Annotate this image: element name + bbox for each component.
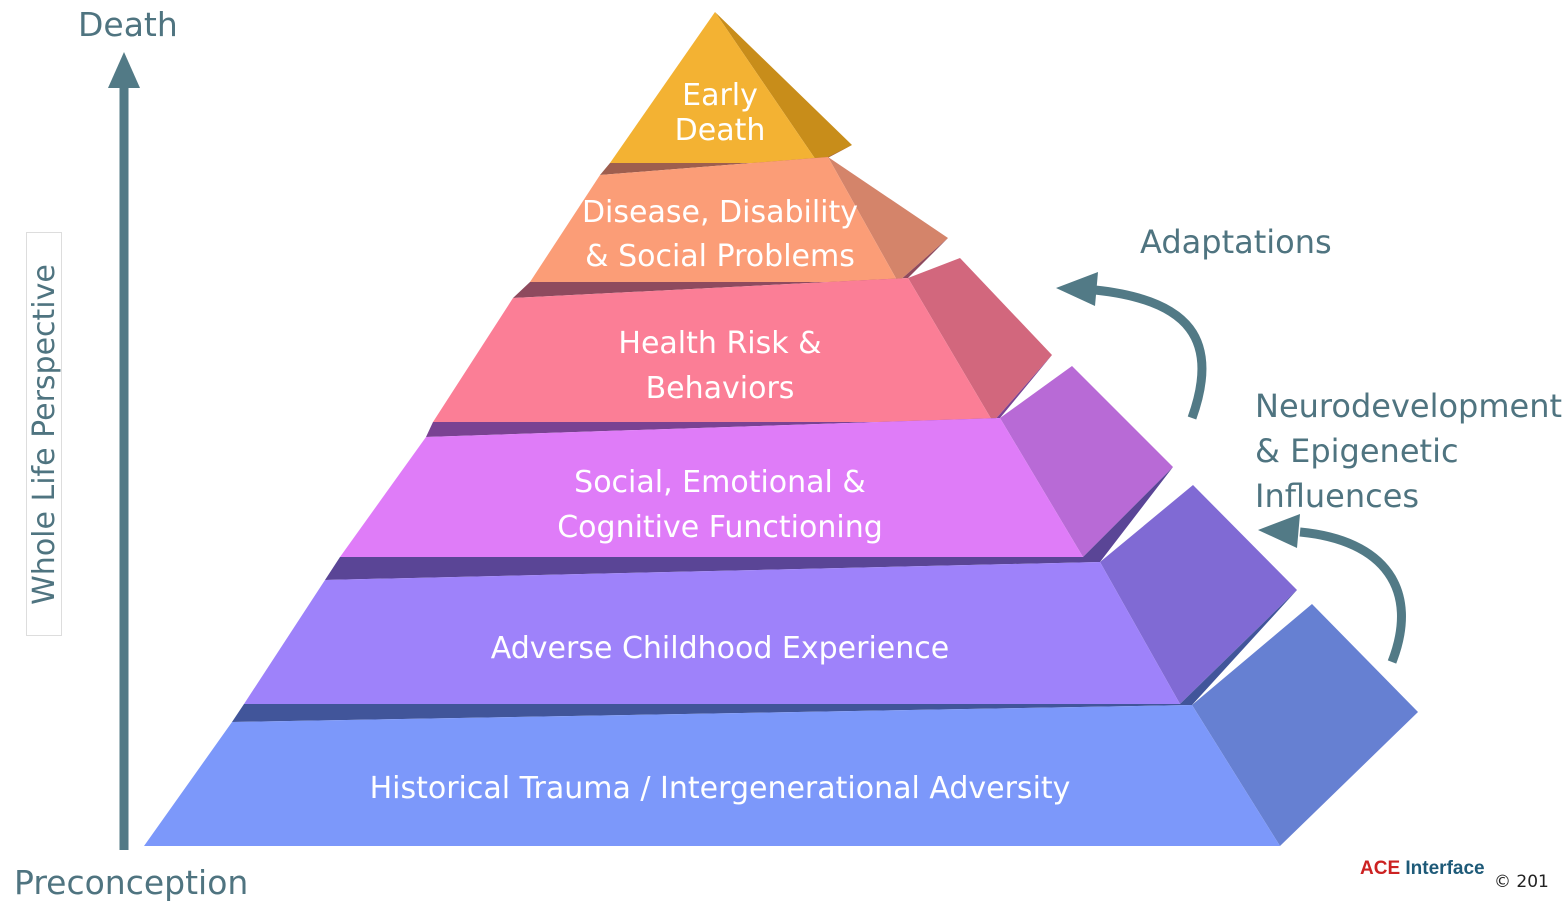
tier-label-line: Disease, Disability [582, 195, 858, 230]
pyramid-tier: Health Risk & Behaviors [433, 238, 1052, 422]
tier-shadow [325, 467, 1173, 580]
tier-label-line: & Social Problems [585, 239, 855, 274]
tier-shadow [600, 145, 852, 175]
pyramid-tier: Disease, Disability & Social Problems [530, 145, 948, 282]
tier-side-face [1192, 604, 1418, 846]
life-axis-arrow [108, 52, 140, 850]
pyramid-tier: Adverse Childhood Experience [244, 467, 1297, 704]
tier-label-line: Death [675, 113, 766, 148]
tier-front-face [144, 705, 1280, 846]
tier-side-face [828, 157, 948, 282]
tier-shadow [232, 590, 1297, 722]
tier-label-line: Adverse Childhood Experience [491, 631, 949, 666]
copyright-text: © 201 [1494, 872, 1549, 892]
neuro-arrow [1299, 527, 1406, 664]
tier-front-face [530, 157, 898, 282]
tier-shadow [513, 238, 948, 298]
axis-side-box: Whole Life Perspective [26, 232, 62, 636]
pyramid-tier: Social, Emotional & Cognitive Functioning [340, 355, 1173, 557]
tier-front-face [433, 278, 993, 422]
tier-shadow [426, 355, 1052, 437]
adaptations-label: Adaptations [1140, 223, 1332, 261]
tier-label-line: Historical Trauma / Intergenerational Ad… [370, 771, 1071, 806]
tier-label-line: Behaviors [646, 371, 795, 406]
tier-label-line: Social, Emotional & [574, 465, 866, 500]
tier-label-line: Early [682, 78, 758, 113]
ace-interface-logo: ACE Interface [1360, 858, 1485, 880]
side-arrows [1056, 272, 1406, 664]
tier-side-face [1100, 485, 1297, 704]
tier-front-face [244, 562, 1180, 704]
adaptations-arrow [1094, 285, 1207, 420]
tier-label-line: Health Risk & [618, 326, 821, 361]
neurodevelopment-label: Neurodevelopment & Epigenetic Influences [1255, 387, 1563, 515]
tier-front-face [610, 12, 818, 163]
tier-front-face [340, 418, 1083, 557]
axis-side-label: Whole Life Perspective [26, 263, 62, 605]
axis-top-label: Death [78, 5, 178, 44]
adaptations-arrowhead [1056, 272, 1098, 306]
neuro-arrowhead [1258, 514, 1300, 548]
pyramid-tier: Historical Trauma / Intergenerational Ad… [144, 590, 1418, 846]
tier-label-line: Cognitive Functioning [557, 510, 883, 545]
axis-bottom-label: Preconception [14, 863, 249, 902]
logo-ace-text: ACE [1360, 858, 1401, 879]
logo-interface-text: Interface [1400, 858, 1485, 879]
tier-side-face [908, 258, 1052, 422]
tier-side-face [1000, 366, 1173, 557]
tier-side-face [715, 12, 852, 163]
